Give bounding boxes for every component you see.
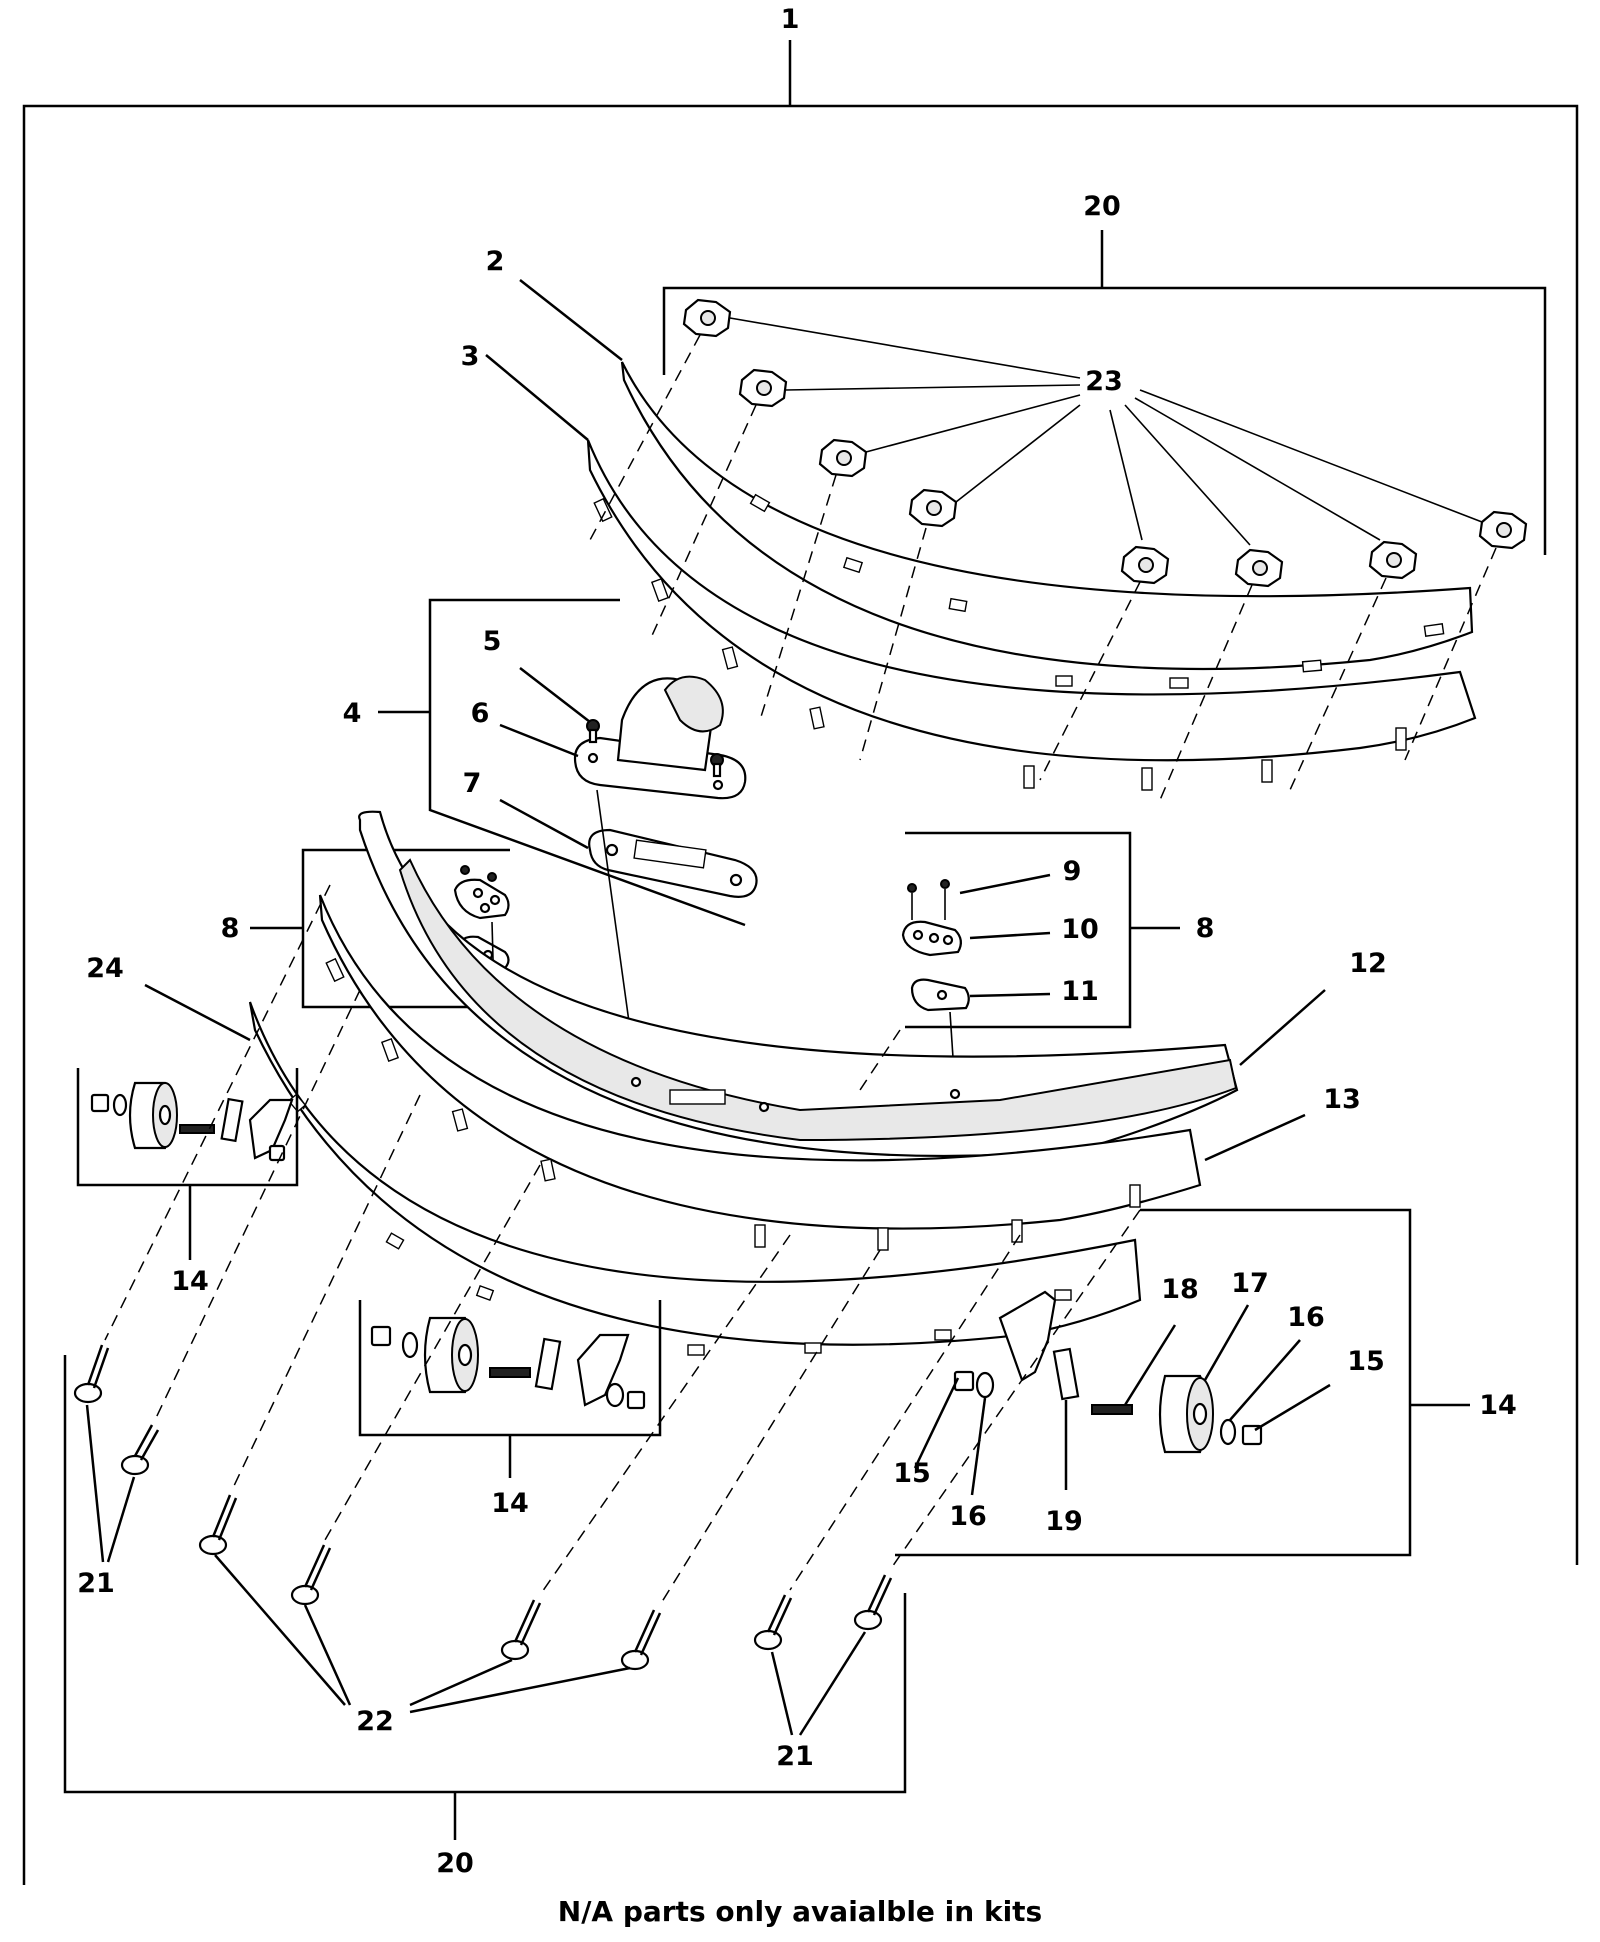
skirt-strip-13: 13: [318, 894, 1361, 1251]
roller-kit-14-center: 14: [358, 1300, 662, 1519]
callout-14-right: 14: [1479, 1390, 1517, 1421]
footnote: N/A parts only avaialble in kits: [557, 1895, 1043, 1928]
knob-group-23: 23: [682, 298, 1528, 588]
gasket-7: [588, 828, 758, 898]
knob-23: [1478, 510, 1528, 550]
callout-19: 19: [1045, 1506, 1083, 1537]
callout-8-left: 8: [221, 913, 240, 944]
callout-10: 10: [1061, 914, 1099, 945]
callout-6: 6: [471, 698, 490, 729]
knob-23: [1368, 540, 1418, 580]
carriage-bolt-21: [753, 1594, 793, 1651]
knob-23: [818, 438, 868, 478]
dashed-axes-upper: [589, 334, 1497, 801]
skirt-strip-3: 3: [461, 341, 1477, 791]
callout-2: 2: [486, 246, 505, 277]
kit-bracket-4: 4: [343, 598, 746, 927]
callout-3: 3: [461, 341, 480, 372]
callout-14-left: 14: [171, 1266, 209, 1297]
carriage-bolt-22: [620, 1609, 662, 1671]
carriage-bolts: 21 22: [73, 1344, 893, 1772]
callout-23: 23: [1085, 366, 1123, 397]
skirt-strip-24: 24: [86, 953, 1142, 1356]
callout-16-left: 16: [949, 1501, 987, 1532]
callout-15-right: 15: [1347, 1346, 1385, 1377]
callout-4: 4: [343, 698, 362, 729]
roller-kit-14-left: 14: [76, 1068, 299, 1297]
knob-23: [1234, 548, 1284, 588]
callout-5: 5: [483, 626, 502, 657]
callout-12: 12: [1349, 948, 1387, 979]
callout-1: 1: [781, 4, 800, 35]
carriage-bolt-22: [500, 1599, 542, 1661]
callout-13: 13: [1323, 1084, 1361, 1115]
callout-7: 7: [463, 768, 482, 799]
carriage-bolt-21: [73, 1344, 110, 1404]
knob-23: [738, 368, 788, 408]
kit-bracket-20-lower: 20: [63, 1355, 907, 1879]
carriage-bolt-21: [120, 1424, 160, 1476]
callout-15-left: 15: [893, 1458, 931, 1489]
callout-14-center: 14: [491, 1488, 529, 1519]
callout-22: 22: [356, 1706, 394, 1737]
knob-23: [682, 298, 732, 338]
callout-11: 11: [1061, 976, 1099, 1007]
callout-8-right: 8: [1196, 913, 1215, 944]
callout-16-right: 16: [1287, 1302, 1325, 1333]
light-housing-6: [573, 675, 747, 800]
carriage-bolt-22: [290, 1544, 332, 1606]
kit-bracket-8-right: 8 9 10 11: [901, 831, 1215, 1099]
dashed-axes-lower: [104, 884, 1141, 1606]
callout-21-right: 21: [776, 1741, 814, 1772]
callout-9: 9: [1063, 856, 1082, 887]
light-bar-12: 12: [358, 810, 1387, 1158]
knob-23: [908, 488, 958, 528]
assembly-bracket-1: 1: [22, 4, 1579, 1885]
callout-17: 17: [1231, 1268, 1269, 1299]
callout-20-upper: 20: [1083, 191, 1121, 222]
knob-23: [1120, 545, 1170, 585]
callout-21-left: 21: [77, 1568, 115, 1599]
carriage-bolt-21: [853, 1574, 893, 1631]
callout-20-lower: 20: [436, 1848, 474, 1879]
callout-18: 18: [1161, 1274, 1199, 1305]
roller-kit-14-right: 14 15 16 19 18 17 16 15: [893, 1208, 1517, 1557]
callout-24: 24: [86, 953, 124, 984]
skirt-strip-2: 2: [486, 246, 1474, 689]
carriage-bolt-22: [198, 1494, 238, 1556]
kit-bracket-20-upper: 20: [662, 191, 1547, 555]
